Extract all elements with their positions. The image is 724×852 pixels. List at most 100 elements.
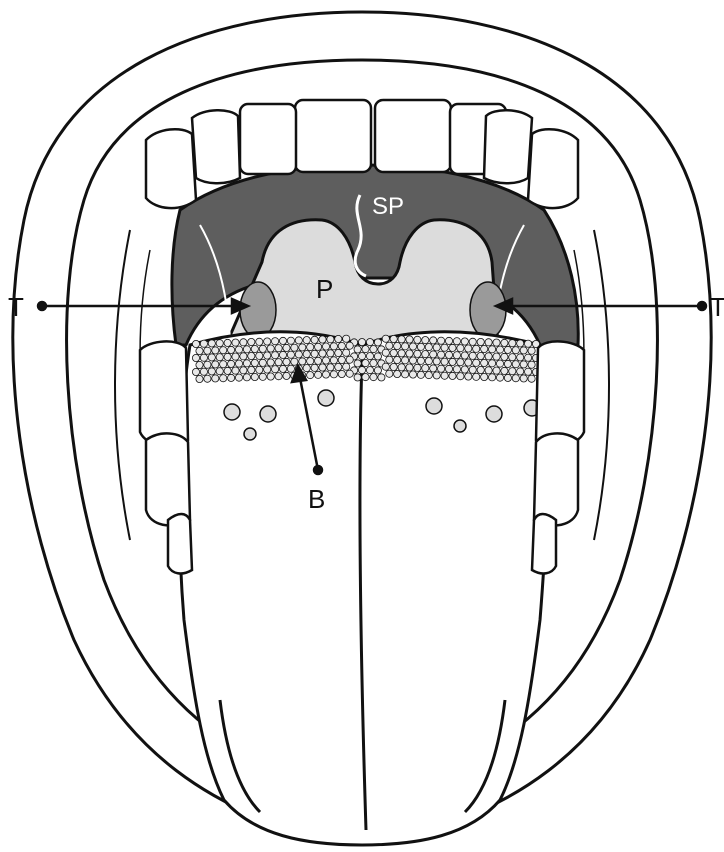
papilla-dot (370, 374, 377, 381)
papilla-dot (319, 336, 326, 343)
tonsil-right-dot (698, 302, 706, 310)
papilla-dot (216, 340, 223, 347)
papilla-dot (224, 367, 231, 374)
papilla-dot (358, 353, 365, 360)
papilla-dot (279, 365, 286, 372)
papilla-dot (327, 350, 334, 357)
papilla-dot (307, 344, 314, 351)
papilla-dot (311, 364, 318, 371)
papilla-dot (409, 357, 416, 364)
papilla-dot (449, 344, 456, 351)
papilla-dot (430, 351, 437, 358)
papilla-dot (204, 347, 211, 354)
papilla-dot (327, 364, 334, 371)
papilla-circle (486, 406, 502, 422)
label-tonsil-right: T (710, 292, 724, 322)
papilla-dot (409, 371, 416, 378)
papilla-dot (303, 351, 310, 358)
papilla-dot (453, 352, 460, 359)
papilla-dot (417, 357, 424, 364)
papilla-dot (275, 373, 282, 380)
papilla-dot (228, 374, 235, 381)
papilla-dot (248, 366, 255, 373)
papilla-dot (493, 353, 500, 360)
papilla-dot (509, 354, 516, 361)
papilla-dot (512, 347, 519, 354)
papilla-dot (366, 339, 373, 346)
papilla-dot (275, 345, 282, 352)
papilla-dot (417, 343, 424, 350)
papilla-dot (509, 368, 516, 375)
papilla-dot (240, 353, 247, 360)
papilla-dot (256, 352, 263, 359)
papilla-dot (528, 375, 535, 382)
papilla-dot (453, 338, 460, 345)
papilla-dot (243, 374, 250, 381)
papilla-dot (430, 365, 437, 372)
papilla-dot (374, 367, 381, 374)
papilla-dot (465, 373, 472, 380)
papilla-circle (244, 428, 256, 440)
papilla-dot (496, 374, 503, 381)
papilla-dot (322, 371, 329, 378)
papilla-dot (520, 361, 527, 368)
papilla-dot (496, 346, 503, 353)
papilla-dot (422, 351, 429, 358)
papilla-dot (335, 349, 342, 356)
papilla-dot (425, 344, 432, 351)
papilla-dot (362, 374, 369, 381)
papilla-dot (248, 338, 255, 345)
papilla-dot (216, 354, 223, 361)
papilla-dot (200, 340, 207, 347)
papilla-dot (520, 347, 527, 354)
papilla-dot (279, 337, 286, 344)
papilla-dot (394, 370, 401, 377)
papilla-dot (248, 352, 255, 359)
papilla-dot (362, 360, 369, 367)
papilla-dot (311, 350, 318, 357)
papilla-dot (228, 346, 235, 353)
papilla-dot (528, 361, 535, 368)
papilla-dot (398, 336, 405, 343)
papilla-dot (504, 346, 511, 353)
papilla-dot (489, 346, 496, 353)
papilla-dot (220, 375, 227, 382)
lower-tooth (140, 341, 188, 445)
papilla-dot (477, 352, 484, 359)
papilla-dot (220, 361, 227, 368)
papilla-dot (417, 371, 424, 378)
papilla-dot (287, 365, 294, 372)
papilla-dot (382, 349, 389, 356)
papilla-dot (414, 350, 421, 357)
papilla-dot (330, 343, 337, 350)
papilla-dot (299, 344, 306, 351)
papilla-dot (366, 367, 373, 374)
papilla-dot (441, 344, 448, 351)
papilla-dot (382, 335, 389, 342)
papilla-dot (485, 339, 492, 346)
upper-tooth (295, 100, 371, 172)
papilla-circle (426, 398, 442, 414)
papilla-dot (354, 346, 361, 353)
papilla-dot (501, 353, 508, 360)
papilla-dot (291, 358, 298, 365)
papilla-dot (461, 338, 468, 345)
upper-tooth (192, 110, 240, 183)
papilla-dot (441, 372, 448, 379)
papilla-dot (457, 373, 464, 380)
lower-tooth (146, 433, 190, 525)
papilla-dot (461, 366, 468, 373)
papilla-dot (517, 354, 524, 361)
lower-tooth (534, 433, 578, 525)
papilla-dot (259, 359, 266, 366)
upper-tooth (146, 129, 196, 208)
papilla-dot (477, 366, 484, 373)
papilla-dot (528, 347, 535, 354)
right-tonsil (470, 282, 506, 338)
papilla-dot (208, 340, 215, 347)
papilla-dot (366, 353, 373, 360)
papilla-dot (525, 354, 532, 361)
papilla-dot (196, 361, 203, 368)
